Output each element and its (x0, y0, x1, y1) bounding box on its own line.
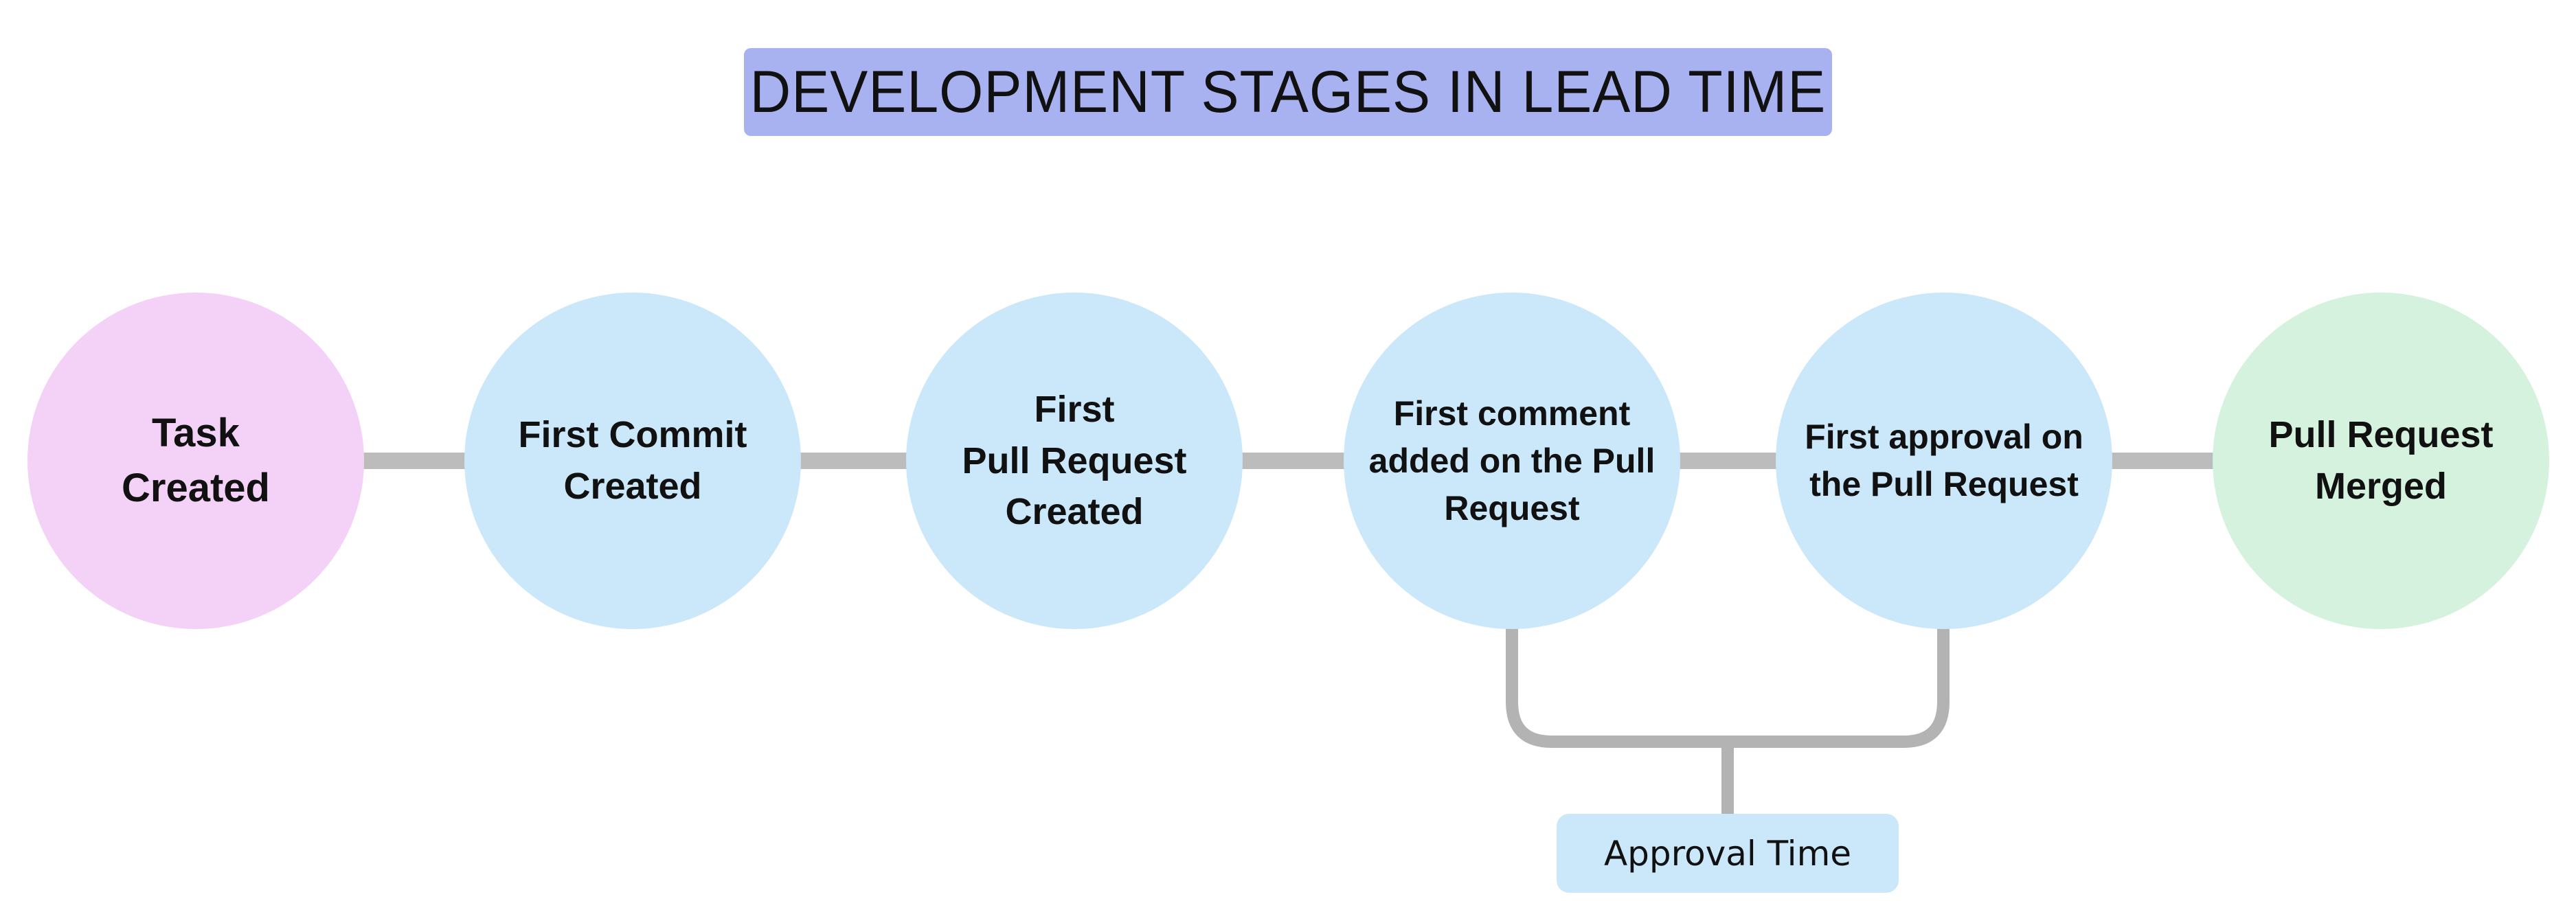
diagram-title: DEVELOPMENT STAGES IN LEAD TIME (749, 58, 1827, 125)
stage-label-line: Pull Request (962, 440, 1187, 481)
stage-first-comment-added: First comment added on the Pull Request (1344, 293, 1680, 629)
stage-label-line: First Commit (518, 414, 747, 456)
stage-label-line: Task (152, 410, 240, 455)
stage-label-line: First (1034, 389, 1115, 431)
stage-task-created: Task Created (27, 293, 364, 629)
stage-label-line: Merged (2314, 466, 2448, 507)
approval-time-label: Approval Time (1557, 814, 1899, 893)
stage-pull-request-merged: Pull Request Merged (2213, 293, 2549, 629)
stage-label-line: added on the Pull (1368, 441, 1656, 480)
approval-time-text: Approval Time (1603, 833, 1852, 874)
stage-label-line: the Pull Request (1809, 465, 2079, 503)
stage-label-line: Created (122, 466, 270, 510)
stage-label-line: Created (563, 466, 702, 507)
stage-label-line: First approval on (1805, 418, 2083, 456)
stage-label-line: First comment (1393, 394, 1631, 433)
bracket-curve (1506, 626, 1950, 748)
stage-label-line: Created (1005, 491, 1144, 533)
stage-first-approval: First approval on the Pull Request (1776, 293, 2112, 629)
diagram-title-banner: DEVELOPMENT STAGES IN LEAD TIME (744, 48, 1832, 136)
stage-first-commit-created: First Commit Created (464, 293, 801, 629)
stage-label-line: Request (1444, 488, 1580, 527)
stage-first-pull-request-created: First Pull Request Created (906, 293, 1243, 629)
stage-label-line: Pull Request (2268, 414, 2494, 456)
